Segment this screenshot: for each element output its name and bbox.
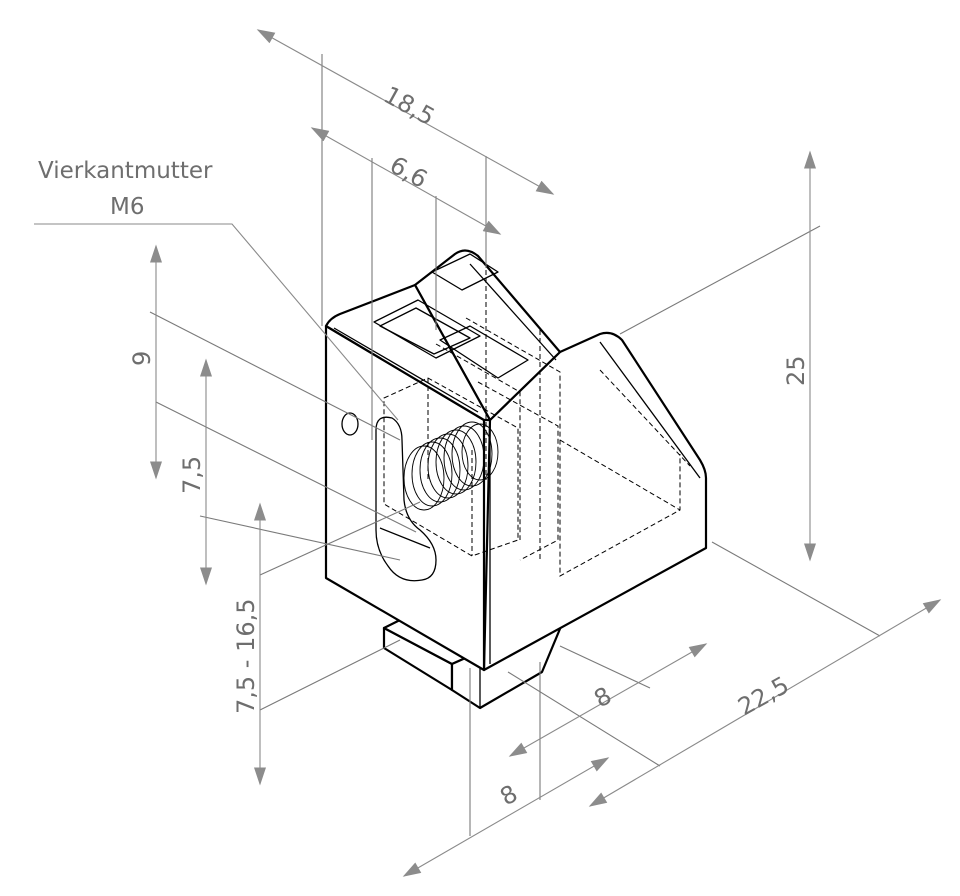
dim-8-lower-label: 8 bbox=[495, 779, 522, 811]
dim-7-5-16-5-label: 7,5 - 16,5 bbox=[232, 598, 260, 714]
slot-hole bbox=[375, 416, 437, 582]
dim-6-6-line bbox=[310, 127, 502, 235]
dim-18-5-label: 18,5 bbox=[379, 81, 439, 131]
top-pocket bbox=[373, 299, 481, 359]
right-top-face bbox=[482, 331, 708, 672]
dim-22-5-line bbox=[588, 599, 942, 807]
dimensions bbox=[34, 29, 942, 877]
callout-leader bbox=[34, 223, 399, 421]
rear-top-face bbox=[413, 249, 562, 422]
dim-25-label: 25 bbox=[782, 355, 810, 386]
dim-7-5-label: 7,5 bbox=[178, 456, 206, 494]
front-top-face bbox=[324, 283, 492, 422]
dim-18-5-line bbox=[256, 29, 555, 195]
dim-6-6-label: 6,6 bbox=[385, 151, 432, 194]
hidden-edges bbox=[383, 270, 691, 577]
small-hole bbox=[341, 412, 359, 436]
dim-22-5-label: 22,5 bbox=[733, 671, 793, 721]
dim-8-lower-line bbox=[402, 757, 610, 877]
part-body bbox=[324, 249, 708, 710]
dim-9-label: 9 bbox=[128, 351, 156, 366]
thread-coil bbox=[403, 421, 499, 511]
callout-line1: Vierkantmutter bbox=[38, 158, 213, 184]
callout-line2: M6 bbox=[110, 194, 144, 220]
